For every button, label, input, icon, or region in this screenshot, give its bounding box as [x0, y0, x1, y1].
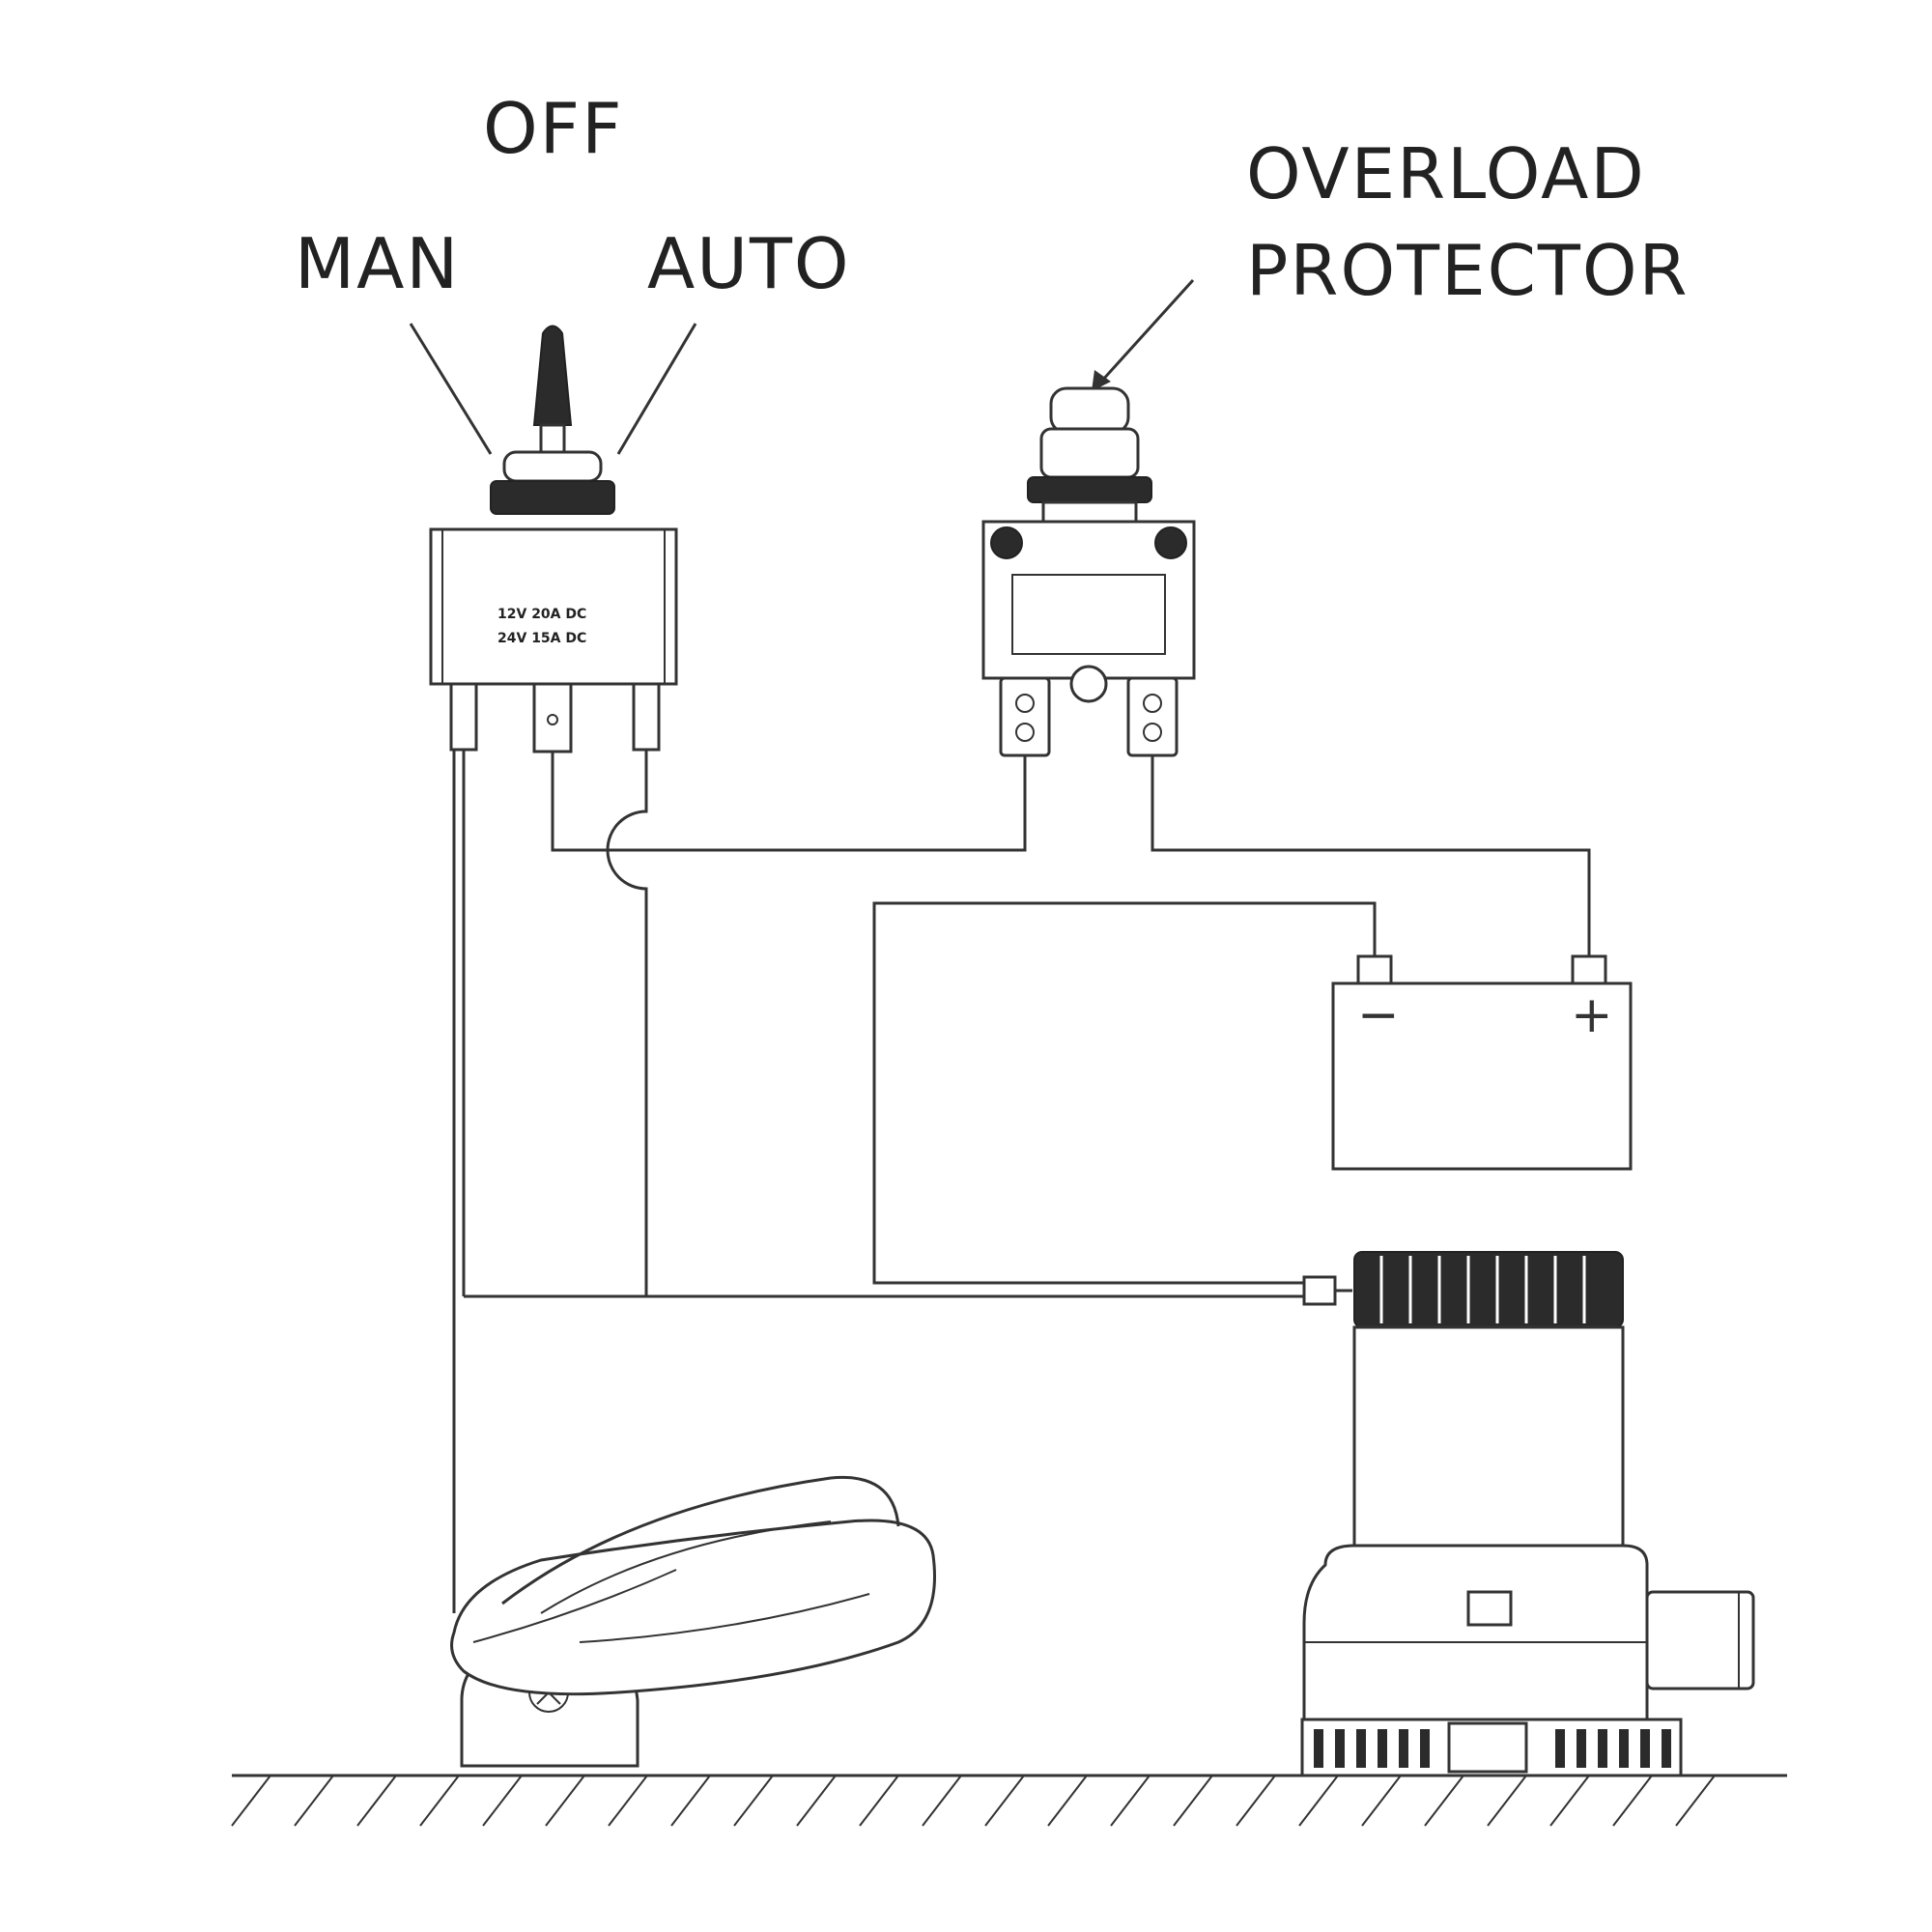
overload-pointer-line [1099, 278, 1195, 384]
pump-release-tab [1466, 1590, 1513, 1627]
float-switch [450, 1475, 936, 1768]
switch-terminal-auto [632, 682, 661, 752]
label-off: OFF [483, 88, 624, 169]
pump-cap [1353, 1251, 1624, 1328]
floor-hatching [231, 1775, 1716, 1827]
battery-positive-sign: + [1571, 986, 1613, 1044]
wiring [452, 750, 1591, 1613]
protector-terminal-left [999, 676, 1051, 757]
label-overload-line1: OVERLOAD [1246, 133, 1646, 214]
man-pointer-line [409, 323, 493, 455]
toggle-bushing [502, 450, 603, 483]
battery-negative-terminal [1356, 954, 1393, 985]
bilge-floor [231, 1774, 1787, 1827]
pump-strainer-clip [1447, 1721, 1528, 1774]
pump-motor-housing [1352, 1325, 1625, 1548]
bilge-pump [1300, 1251, 1755, 1777]
toggle-switch: 12V 20A DC 24V 15A DC [429, 325, 678, 753]
pump-cable-connector [1302, 1275, 1337, 1306]
label-auto: AUTO [647, 223, 851, 304]
switch-terminal-common [532, 682, 573, 753]
overload-protector [981, 386, 1196, 757]
protector-label-window [1011, 574, 1166, 655]
switch-marking-line2: 24V 15A DC [497, 631, 586, 646]
toggle-lever [532, 325, 573, 426]
float-switch-float [450, 1519, 936, 1696]
auto-pointer-line [616, 323, 697, 455]
switch-terminal-man [449, 682, 478, 752]
pump-cap-ridges [1379, 1256, 1586, 1323]
toggle-stem [539, 423, 566, 456]
pump-strainer-slots [1314, 1729, 1671, 1768]
wire-protector-to-battery-positive [1151, 755, 1591, 956]
overload-pointer-arrowhead [1092, 370, 1111, 391]
switch-marking-line1: 12V 20A DC [497, 607, 586, 622]
battery-positive-terminal [1571, 954, 1607, 985]
pump-lower-housing [1302, 1544, 1649, 1721]
battery: − + [1331, 954, 1633, 1171]
float-switch-arm [501, 1475, 900, 1605]
wire-battery-negative-to-pump [872, 901, 1377, 1285]
protector-nut [1027, 476, 1152, 503]
label-overload-line2: PROTECTOR [1246, 230, 1690, 311]
wire-switch-to-protector [551, 752, 1027, 852]
pump-outlet [1645, 1590, 1755, 1690]
battery-body [1331, 981, 1633, 1171]
wire-auto-to-float-switch [606, 750, 648, 1296]
label-man: MAN [295, 223, 460, 304]
battery-negative-sign: − [1357, 986, 1400, 1044]
reset-button [1049, 386, 1130, 435]
toggle-nut [490, 480, 615, 515]
protector-terminal-right [1126, 676, 1179, 757]
